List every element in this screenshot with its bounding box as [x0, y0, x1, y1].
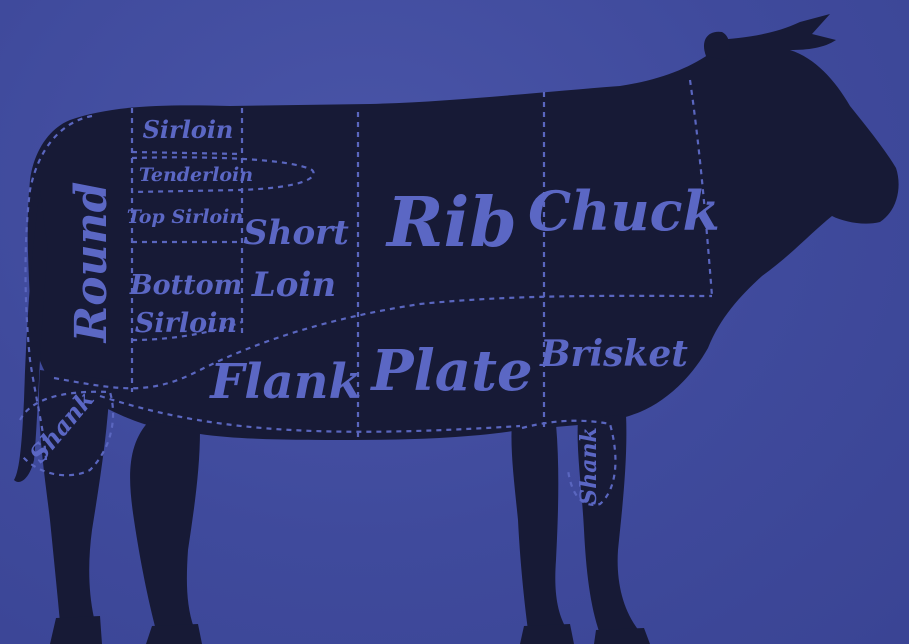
- label-chuck: Chuck: [528, 179, 720, 243]
- label-bottom-sirloin-line2: Sirloin: [135, 308, 237, 339]
- label-plate: Plate: [369, 338, 532, 404]
- label-shank-front: Shank: [576, 427, 602, 504]
- label-short-loin-line2: Loin: [251, 265, 336, 305]
- label-short-loin-line1: Short: [243, 213, 349, 253]
- cow-leg-rear-front: [130, 420, 200, 630]
- label-bottom-sirloin-line1: Bottom: [129, 270, 242, 301]
- label-top-sirloin: Top Sirloin: [127, 206, 243, 228]
- label-flank: Flank: [208, 354, 362, 410]
- label-sirloin: Sirloin: [143, 115, 234, 144]
- label-brisket: Brisket: [539, 333, 688, 375]
- cow-leg-front-back: [511, 420, 566, 630]
- cow-ear: [704, 32, 730, 60]
- label-tenderloin: Tenderloin: [139, 164, 253, 186]
- label-round: Round: [66, 182, 117, 345]
- label-rib: Rib: [385, 183, 517, 263]
